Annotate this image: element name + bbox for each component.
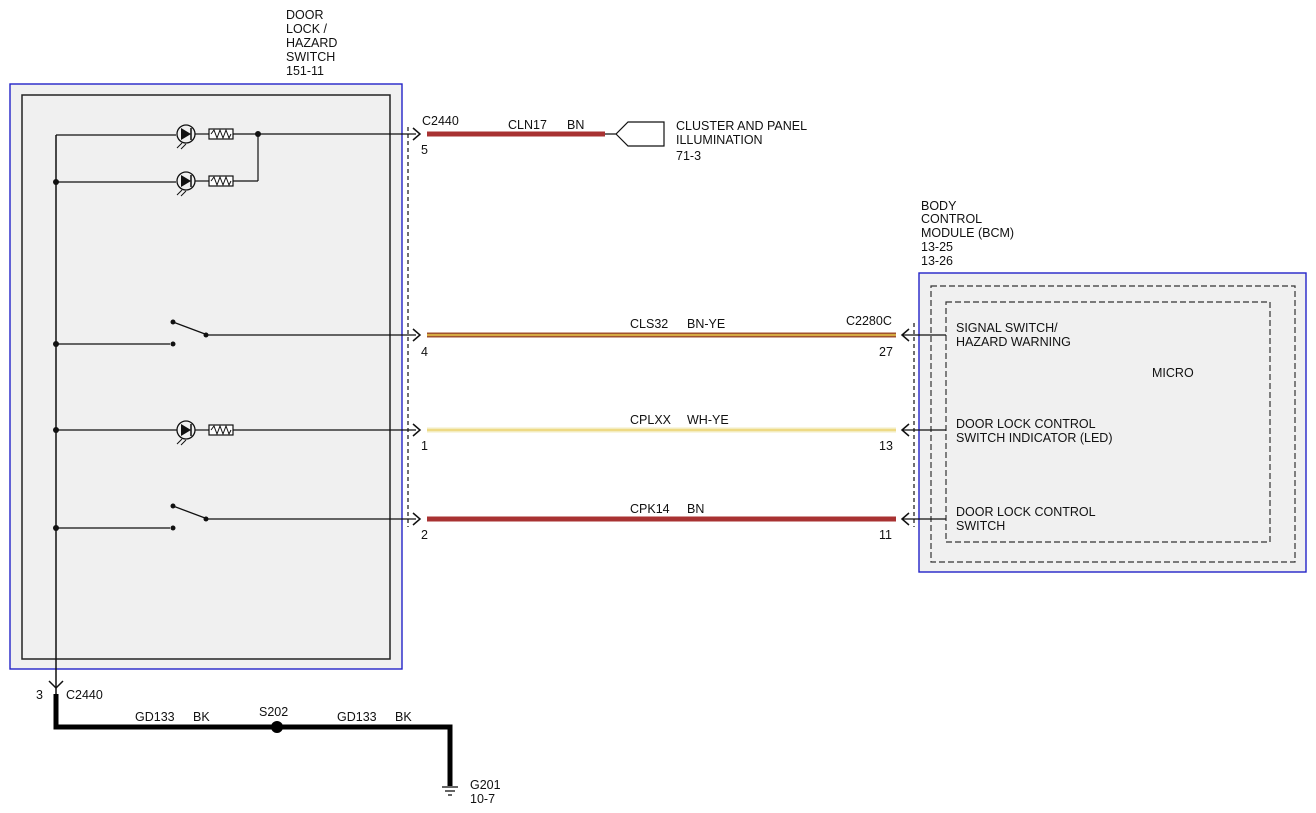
ground-ref: 10-7: [470, 792, 495, 806]
switch-title-line: HAZARD: [286, 36, 337, 50]
switch-title-line: DOOR: [286, 8, 324, 22]
cluster-ref: 71-3: [676, 149, 701, 163]
connector-label: C2440: [422, 114, 459, 128]
cluster-label-line: CLUSTER AND PANEL: [676, 119, 807, 133]
pin-number: 1: [421, 439, 428, 453]
switch-contact-icon: [170, 319, 209, 347]
connector-label: C2280C: [846, 314, 892, 328]
connector-label: C2440: [66, 688, 103, 702]
micro-label: MICRO: [1152, 366, 1194, 380]
switch-title-line: LOCK /: [286, 22, 328, 36]
bcm-input-label: HAZARD WARNING: [956, 335, 1071, 349]
bcm-outer-box: [918, 272, 1307, 573]
circuit-id: CLN17: [508, 118, 547, 132]
circuit-color-code: BK: [395, 710, 412, 724]
pin-number: 3: [36, 688, 43, 702]
bcm-input-label: SIGNAL SWITCH/: [956, 321, 1058, 335]
ground-wire: [53, 694, 453, 786]
bcm-title-line: CONTROL: [921, 212, 982, 226]
bcm-input-label: SWITCH INDICATOR (LED): [956, 431, 1112, 445]
bcm-ref: 13-25: [921, 240, 953, 254]
bcm-input-label: DOOR LOCK CONTROL: [956, 505, 1096, 519]
junction-dot: [53, 179, 59, 185]
splice-label: S202: [259, 705, 288, 719]
circuit-color-code: BN-YE: [687, 317, 725, 331]
resistor-icon: [208, 175, 234, 187]
pin-number: 2: [421, 528, 428, 542]
junction-dot: [53, 525, 59, 531]
circuit-color-code: BN: [687, 502, 704, 516]
circuit-id: GD133: [135, 710, 175, 724]
connector-pin-icon: [48, 680, 64, 690]
resistor-icon: [208, 128, 234, 140]
circuit-id: CLS32: [630, 317, 668, 331]
circuit-id: GD133: [337, 710, 377, 724]
switch-title-ref: 151-11: [286, 64, 324, 78]
bcm-input-label: DOOR LOCK CONTROL: [956, 417, 1096, 431]
cluster-label-line: ILLUMINATION: [676, 133, 763, 147]
circuit-color-code: BN: [567, 118, 584, 132]
pin-number: 5: [421, 143, 428, 157]
pin-number: 27: [879, 345, 893, 359]
junction-dot: [53, 341, 59, 347]
switch-module-inner-box: [21, 94, 391, 660]
circuit-id: CPK14: [630, 502, 670, 516]
switch-title-line: SWITCH: [286, 50, 335, 64]
resistor-icon: [208, 424, 234, 436]
circuit-id: CPLXX: [630, 413, 672, 427]
bcm-title-line: MODULE (BCM): [921, 226, 1014, 240]
bcm-ref: 13-26: [921, 254, 953, 268]
junction-dot: [53, 427, 59, 433]
micro-box: [945, 301, 1271, 543]
bcm-title: BODY CONTROL MODULE (BCM) 13-25 13-26: [921, 199, 1014, 268]
ground-label: G201: [470, 778, 501, 792]
ground-icon: [442, 786, 458, 796]
bcm-input-label: SWITCH: [956, 519, 1005, 533]
cluster-connector-icon: [605, 121, 665, 147]
bcm-title-line: BODY: [921, 199, 957, 213]
pin-number: 13: [879, 439, 893, 453]
bcm-inner-box: [930, 285, 1296, 563]
pin-number: 4: [421, 345, 428, 359]
circuit-color-code: WH-YE: [687, 413, 729, 427]
pin-number: 11: [879, 528, 892, 542]
circuit-color-code: BK: [193, 710, 210, 724]
splice-s202: [271, 721, 283, 733]
switch-module-title: DOOR LOCK / HAZARD SWITCH 151-11: [286, 8, 337, 78]
